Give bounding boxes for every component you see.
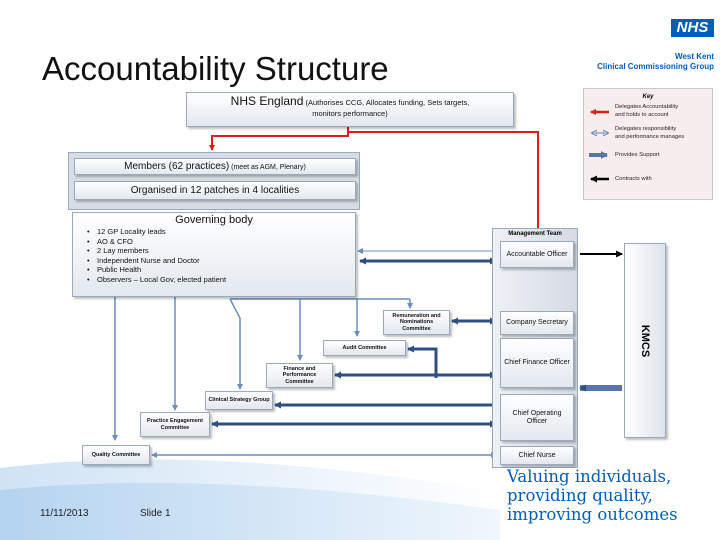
key-title: Key	[642, 94, 654, 100]
key-item-accountability: Delegates Accountability and holds to ac…	[615, 104, 678, 119]
list-item: 12 GP Locality leads	[87, 227, 351, 237]
key-item-responsibility: Delegates responsibility and performance…	[615, 126, 684, 141]
tagline-line: Valuing individuals,	[507, 467, 672, 486]
governing-body-title: Governing body	[175, 214, 253, 226]
members-detail: (meet as AGM, Plenary)	[231, 164, 306, 171]
key-item-contracts: Contracts with	[615, 176, 652, 182]
chief-operating-officer: Chief Operating Officer	[500, 394, 574, 441]
patches-box: Organised in 12 patches in 4 localities	[74, 181, 356, 200]
audit-committee: Audit Committee	[323, 340, 406, 356]
accountable-officer: Accountable Officer	[500, 241, 574, 268]
org-name-line2: Clinical Commissioning Group	[597, 62, 714, 71]
org-name: West Kent Clinical Commissioning Group	[597, 52, 714, 72]
footer-date: 11/11/2013	[40, 508, 89, 519]
red-arrow-accountable-officer	[348, 131, 541, 240]
key-icons	[589, 109, 609, 183]
nhs-logo: NHS	[671, 19, 714, 37]
tagline: Valuing individuals, providing quality, …	[507, 467, 678, 524]
key-label-line: Delegates responsibility	[615, 126, 677, 132]
key-label-line: and holds to account	[615, 111, 669, 118]
key-item-support: Provides Support	[615, 152, 660, 158]
management-team-title: Management Team	[508, 231, 562, 237]
arrow-cfo-audit	[407, 345, 438, 378]
red-arrow-members	[209, 127, 349, 151]
nhs-england-box: NHS England (Authorises CCG, Allocates f…	[186, 92, 514, 127]
kmcs-label: KMCS	[639, 324, 651, 357]
list-item: Public Health	[87, 265, 351, 275]
kmcs-box: KMCS	[624, 243, 666, 438]
arrow-gov-clinical	[229, 298, 243, 390]
members-title: Members (62 practices)	[124, 161, 230, 172]
list-item: AO & CFO	[87, 237, 351, 247]
page-title: Accountability Structure	[42, 50, 389, 87]
nhs-england-title: NHS England	[230, 94, 304, 108]
key-label-line: and performance manages	[615, 133, 685, 140]
nhs-england-detail-1: (Authorises CCG, Allocates funding, Sets…	[305, 98, 470, 107]
list-item: Observers – Local Gov, elected patient	[87, 275, 351, 285]
finance-performance-committee: Finance and Performance Committee	[266, 363, 333, 388]
org-name-line1: West Kent	[675, 52, 714, 61]
chief-nurse: Chief Nurse	[500, 446, 574, 465]
list-item: Independent Nurse and Doctor	[87, 256, 351, 266]
nhs-england-detail-2: monitors performance)	[312, 109, 388, 118]
practice-engagement-committee: Practice Engagement Committee	[140, 412, 210, 437]
quality-committee: Quality Committee	[82, 445, 150, 465]
chief-finance-officer: Chief Finance Officer	[500, 338, 574, 388]
members-box: Members (62 practices) (meet as AGM, Ple…	[74, 158, 356, 175]
governing-body-list: 12 GP Locality leads AO & CFO 2 Lay memb…	[77, 227, 351, 285]
company-secretary: Company Secretary	[500, 311, 574, 335]
footer-slide-number: Slide 1	[140, 508, 171, 519]
remuneration-committee: Remuneration and Nominations Committee	[383, 310, 450, 335]
key-label-line: Delegates Accountability	[615, 104, 679, 110]
tagline-line: providing quality,	[507, 486, 653, 505]
governing-body-box: Governing body 12 GP Locality leads AO &…	[72, 212, 356, 297]
clinical-strategy-group: Clinical Strategy Group	[205, 391, 273, 410]
key-panel	[583, 88, 713, 200]
tagline-line: improving outcomes	[507, 505, 678, 524]
list-item: 2 Lay members	[87, 246, 351, 256]
